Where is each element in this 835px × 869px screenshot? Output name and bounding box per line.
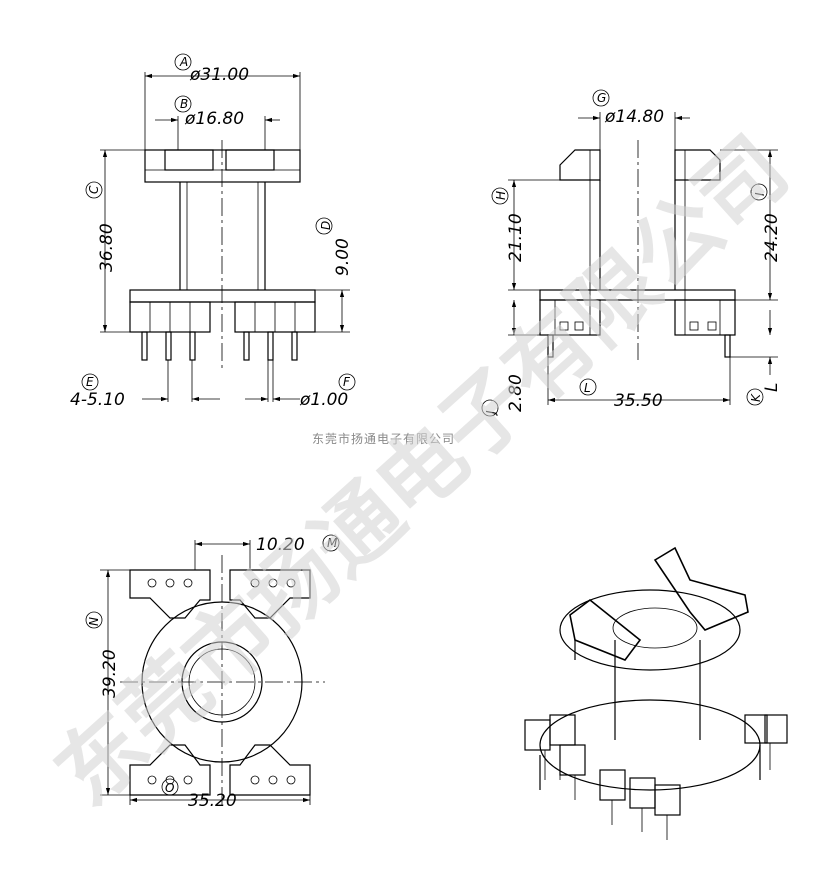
company-caption: 东莞市扬通电子有限公司 (312, 431, 455, 446)
label-m: M (327, 536, 338, 550)
dim-g-value: ø14.80 (604, 107, 664, 127)
label-n: N (87, 617, 101, 626)
dim-b-value: ø16.80 (184, 109, 244, 129)
label-f: F (343, 375, 351, 389)
dim-f-value: ø1.00 (299, 390, 348, 410)
label-b: B (180, 97, 188, 111)
dim-n-value: 39.20 (100, 649, 120, 698)
isometric-view (524, 546, 788, 840)
dim-c-value: 36.80 (97, 223, 117, 272)
dim-m-value: 10.20 (256, 535, 305, 555)
dim-a-value: ø31.00 (189, 65, 249, 85)
dim-o-value: 35.20 (188, 791, 237, 811)
label-d: D (319, 221, 333, 230)
watermark: 东莞市扬通电子有限公司 (37, 118, 807, 825)
label-c: C (87, 185, 101, 194)
dim-i-value: 24.20 (762, 213, 782, 262)
dim-k-value: L (762, 383, 782, 392)
front-view (129, 140, 316, 370)
label-g: G (597, 91, 606, 105)
dim-d-value: 9.00 (333, 238, 353, 276)
label-i: I (753, 192, 767, 196)
label-k: K (749, 393, 763, 402)
bottom-view (120, 555, 325, 805)
label-h: H (494, 191, 508, 200)
label-e: E (86, 375, 94, 389)
dim-l-value: 35.50 (614, 391, 663, 411)
dim-j-value: 2.80 (506, 374, 526, 412)
dim-h-value: 21.10 (506, 213, 526, 262)
side-view (539, 140, 736, 360)
label-j: J (484, 410, 498, 416)
label-l: L (584, 381, 591, 395)
label-o: O (165, 781, 174, 795)
dim-e-value: 4-5.10 (70, 390, 125, 410)
label-a: A (179, 55, 188, 69)
